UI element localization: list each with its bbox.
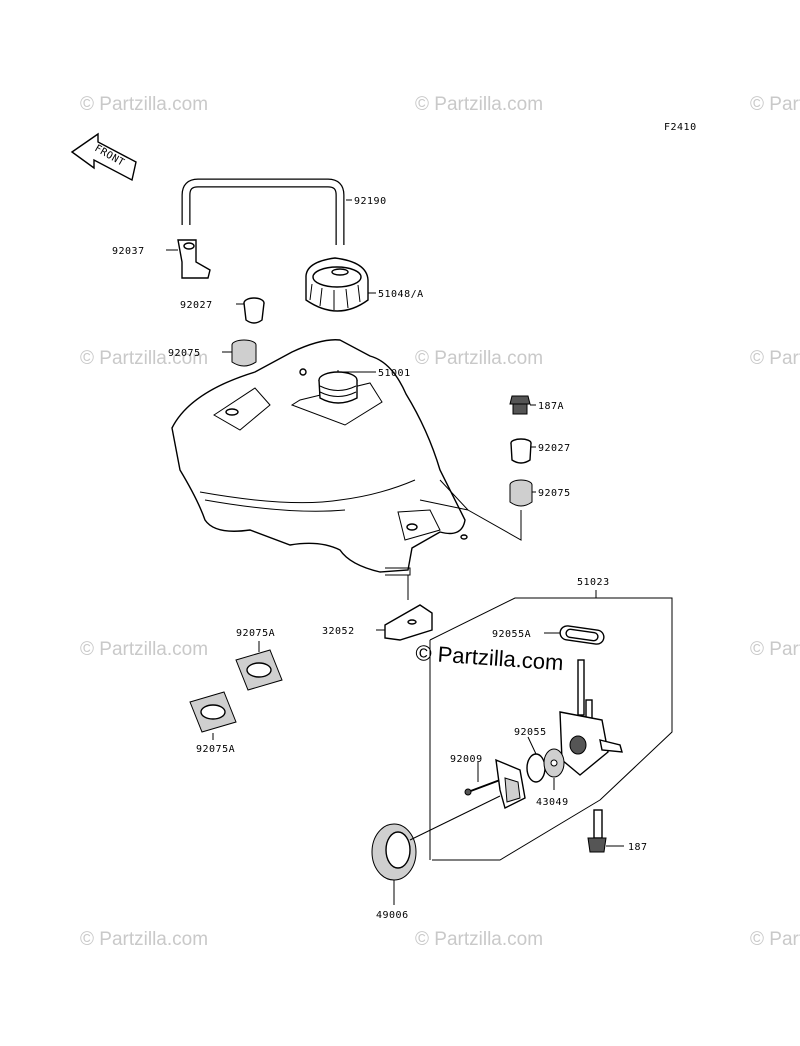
watermark-center: © Partzilla.com	[415, 640, 565, 675]
callout-49006: 49006	[376, 910, 409, 921]
clamp-92037	[177, 239, 211, 279]
callout-92027-right: 92027	[538, 443, 571, 454]
watermark: © Partzilla.com	[80, 639, 208, 660]
gasket-92055A	[559, 625, 605, 645]
plate-43049	[543, 748, 565, 778]
callout-187: 187	[628, 842, 648, 853]
callout-92075-left: 92075	[168, 348, 201, 359]
grommet-92027-right	[510, 438, 532, 464]
callout-92027-left: 92027	[180, 300, 213, 311]
grommet-92075-left	[231, 339, 257, 367]
o-ring-92055	[526, 753, 546, 783]
bracket-32052	[384, 604, 433, 641]
bolt-187	[587, 809, 607, 853]
watermark: © Partzilla.com	[750, 639, 800, 660]
fuel-tank-51001	[171, 339, 468, 576]
callout-labels: 92190 92037 51048/A 92027 92075 51001 18…	[112, 196, 648, 921]
fuel-cock-body	[559, 659, 623, 776]
watermark: © Partzilla.com	[80, 348, 208, 369]
callout-43049: 43049	[536, 797, 569, 808]
callout-51048A: 51048/A	[378, 289, 424, 300]
callout-92055: 92055	[514, 727, 547, 738]
collar-92075A-lower	[189, 691, 237, 733]
watermark: © Partzilla.com	[750, 929, 800, 950]
callout-92075A-upper: 92075A	[236, 628, 275, 639]
watermarks: © Partzilla.com © Partzilla.com © Partzi…	[80, 94, 800, 950]
watermark: © Partzilla.com	[415, 348, 543, 369]
hose-92190	[181, 178, 345, 245]
screw-92009	[464, 779, 501, 796]
watermark: © Partzilla.com	[750, 348, 800, 369]
leader-lines	[166, 199, 624, 905]
watermark: © Partzilla.com	[415, 94, 543, 115]
fuel-cap-51048A	[305, 257, 369, 312]
callout-51023: 51023	[577, 577, 610, 588]
callout-92075-right: 92075	[538, 488, 571, 499]
lever-bracket	[495, 758, 526, 810]
figure-code: F2410	[664, 122, 697, 133]
callout-92190: 92190	[354, 196, 387, 207]
grommet-92075-right	[509, 479, 533, 507]
grommet-92027-left	[243, 297, 265, 324]
callout-92037: 92037	[112, 246, 145, 257]
callout-51001: 51001	[378, 368, 411, 379]
front-arrow-icon: FRONT	[70, 132, 137, 182]
watermark: © Partzilla.com	[80, 929, 208, 950]
watermark: © Partzilla.com	[80, 94, 208, 115]
watermark: © Partzilla.com	[750, 94, 800, 115]
callout-92075A-lower: 92075A	[196, 744, 235, 755]
bolt-187A	[509, 395, 531, 415]
watermark: © Partzilla.com	[415, 929, 543, 950]
seal-leader	[409, 795, 501, 841]
collar-92075A-upper	[235, 649, 283, 691]
callout-92055A: 92055A	[492, 629, 531, 640]
callout-32052: 32052	[322, 626, 355, 637]
seal-49006	[371, 823, 417, 881]
callout-92009: 92009	[450, 754, 483, 765]
fuel-cock-frame-51023	[429, 590, 673, 861]
callout-187A: 187A	[538, 401, 564, 412]
